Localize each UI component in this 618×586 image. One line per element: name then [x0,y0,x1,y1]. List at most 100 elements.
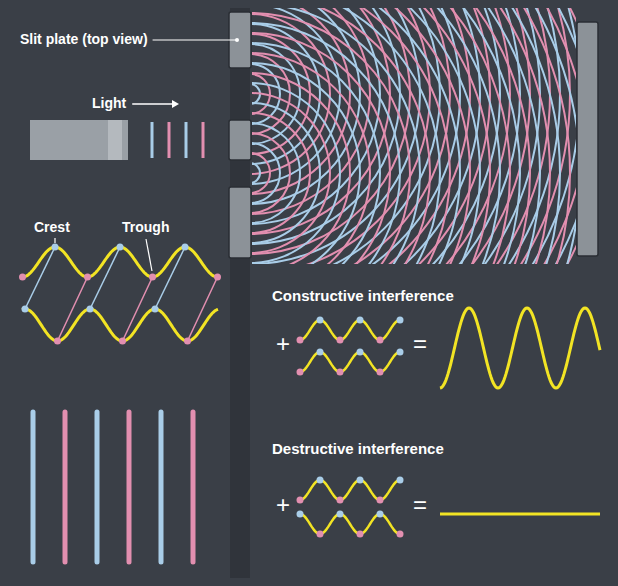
trough-dot [337,369,344,376]
leader-line [153,39,236,40]
wave-bar [191,412,196,562]
crest-dot [317,317,324,324]
wavefront-arc [252,8,576,264]
wavefront-arc [252,8,560,264]
wavefront-arc [252,8,540,264]
crest-dot [317,349,324,356]
trough-dot [84,274,91,281]
wavefront-arc [252,123,300,223]
part-label: Trough [122,219,169,235]
crest-dot [397,349,404,356]
wavefront-arc [252,8,576,264]
wavefront-arc [252,8,430,264]
trough-dot [397,531,404,538]
part-label: Crest [34,219,70,235]
label-holder: = [413,330,427,358]
plate-block [229,187,251,258]
wave-bar [95,412,100,562]
wavefront-arc [252,8,570,264]
sine-wave [440,308,600,388]
sine-wave [300,514,400,534]
trough-dot [337,337,344,344]
trough-dot [184,338,191,345]
wavefront-arc [252,8,500,264]
wavefront-arc [252,43,380,264]
heading-label: Destructive interference [272,440,444,457]
trough-line [123,277,153,341]
phase-lines [25,247,218,341]
wavefronts [252,8,576,264]
wavefront-arc [252,143,280,203]
crest-dot [317,477,324,484]
label-holder: Crest [34,219,70,235]
label-holder: Light [92,95,126,111]
wave-bar [31,412,36,562]
crest-line [90,247,120,309]
operator-sign: + [276,491,290,519]
wavefront-arc [252,8,420,264]
leader-line [54,238,55,243]
trough-dot [297,497,304,504]
crest-dot [117,244,124,251]
waves [19,244,600,538]
label-holder: Trough [122,219,169,235]
trough-dot [317,531,324,538]
wavefront-arc [252,153,270,193]
screen [577,22,598,256]
wave-bar [63,412,68,562]
wave-line [185,122,188,158]
wavefront-arc [252,8,510,264]
crest-dot [52,244,59,251]
wavefront-arc [252,113,310,233]
crest-dot [357,349,364,356]
light-source [122,120,128,160]
trough-dot [119,338,126,345]
trough-line [58,277,88,341]
wavefront-arc [252,8,560,264]
operator-sign: + [276,330,290,358]
crest-dot [397,477,404,484]
label-holder: + [276,330,290,358]
wave-bar [159,412,164,562]
wavefront-arc [252,13,410,264]
wavefront-arc [252,8,350,194]
sine-wave [22,247,218,277]
crest-dot [152,306,159,313]
wavefront-arc [252,8,440,264]
sine-wave [22,309,218,341]
trough-dot [377,337,384,344]
leader-dot [235,38,239,42]
crest-line [155,247,185,309]
flat-wave [440,513,600,516]
wavefront-arc [252,8,520,264]
crest-dot [377,511,384,518]
trough-line [188,277,218,341]
crest-dot [297,511,304,518]
trough-dot [297,337,304,344]
leader-line [146,239,152,271]
sine-wave [300,320,400,340]
wavefront-arc [252,133,290,213]
wave-line [202,122,205,158]
trough-dot [54,338,61,345]
part-label: Slit plate (top view) [20,31,148,47]
trough-dot [297,369,304,376]
wavefront-arc [252,8,550,264]
part-label: Light [92,95,126,111]
wavefront-arc [252,93,330,253]
crest-dot [87,306,94,313]
crest-dot [337,511,344,518]
light-source [30,120,110,160]
wavefront-arc [252,53,370,264]
crest-dot [357,477,364,484]
wavefront-arc [252,23,400,264]
wavefront-arc [252,8,470,264]
slit-plate-strip [230,8,250,578]
label-holder: Destructive interference [272,440,444,457]
wavefront-arc [252,8,510,264]
wavefront-arc [252,8,450,264]
trough-dot [357,531,364,538]
wavefront-arc [252,8,576,264]
